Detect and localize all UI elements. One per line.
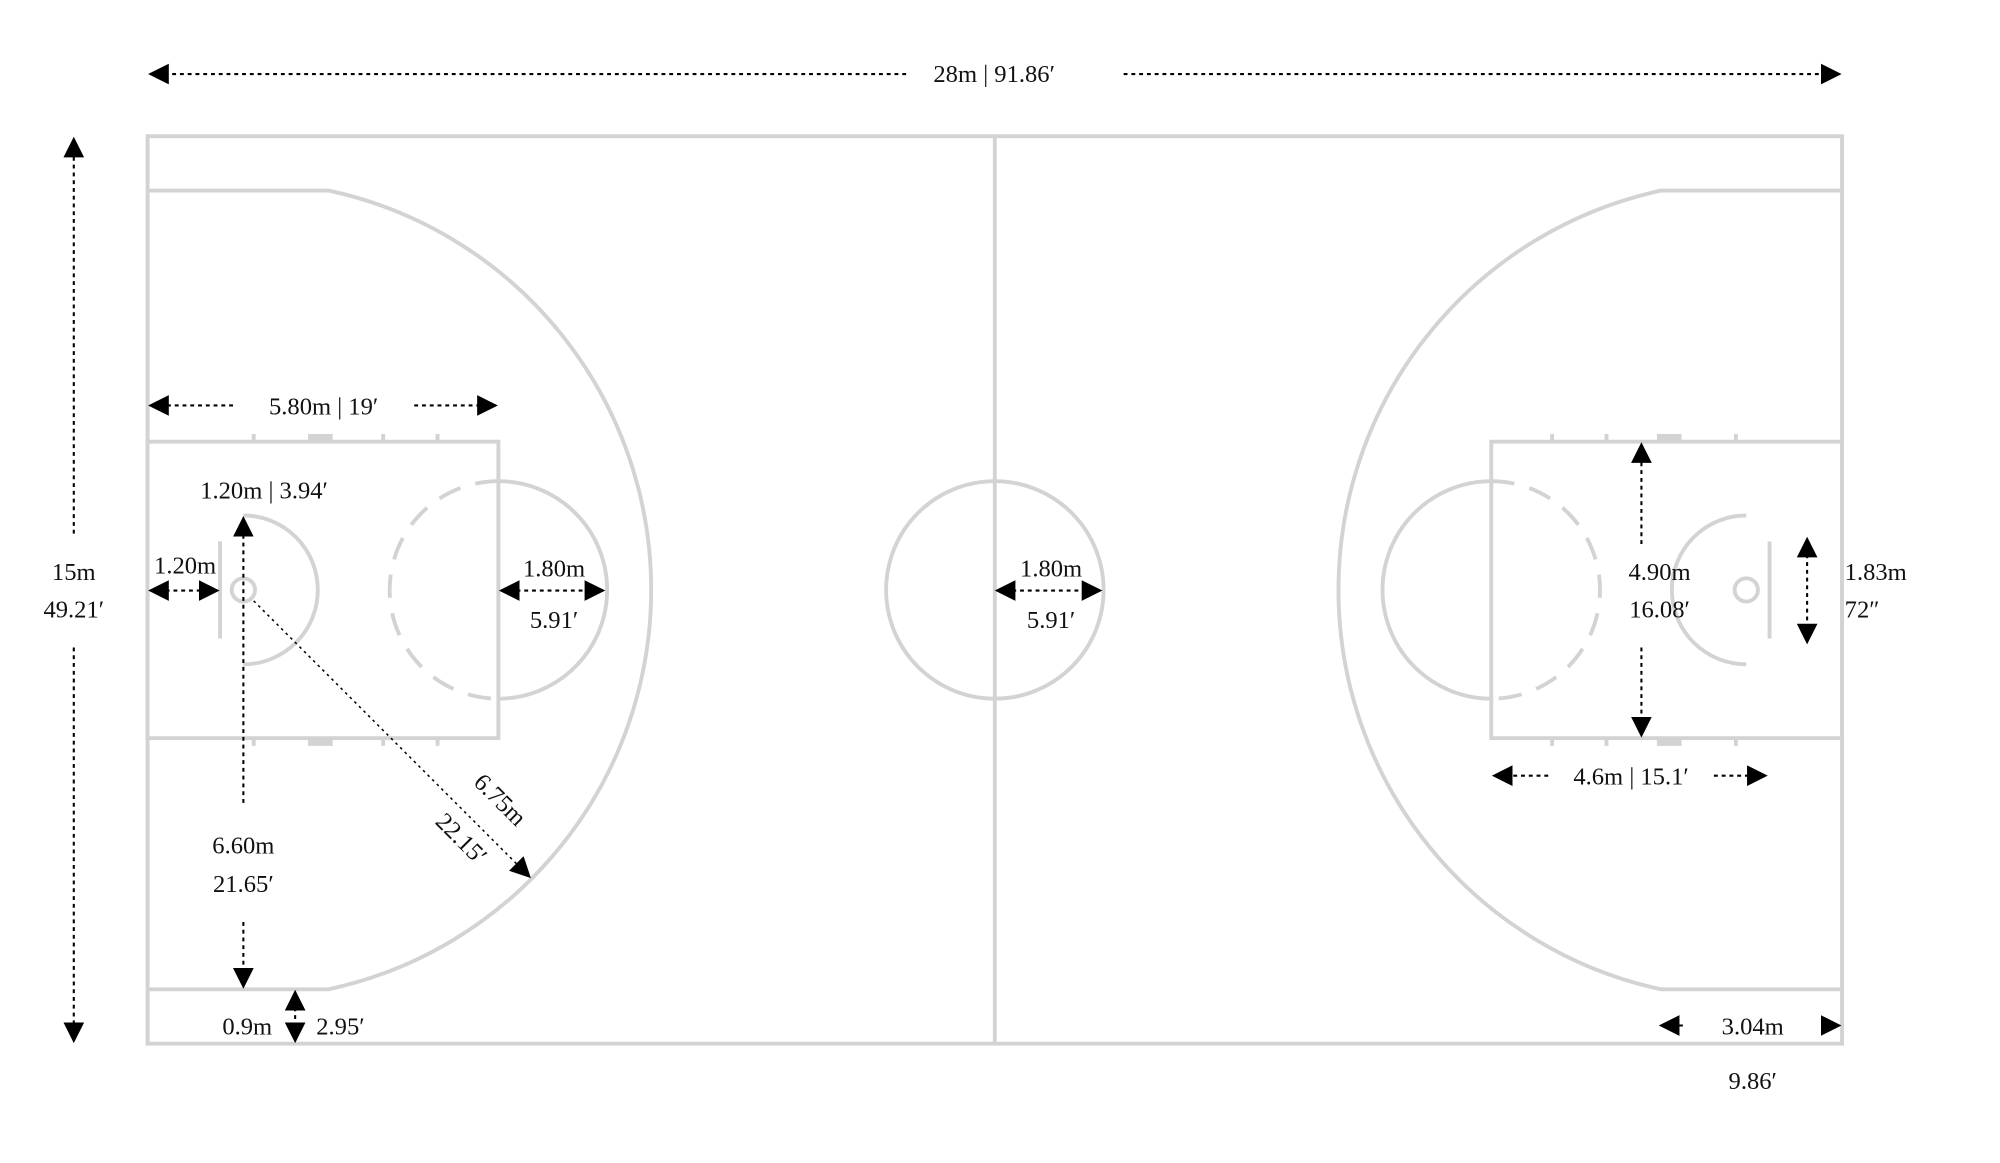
- three-point-ft-label: 22.15′: [430, 808, 492, 870]
- key-length-label: 5.80m | 19′: [269, 394, 378, 421]
- court-width-m-label: 15m: [52, 559, 96, 586]
- three-point-radius-arrow: [253, 600, 531, 879]
- lane-marks-label: 4.6m | 15.1′: [1573, 764, 1688, 791]
- corner-offset-ft-label: 2.95′: [316, 1014, 364, 1041]
- ft-circle-ft-label: 5.91′: [530, 607, 578, 634]
- key-width-m-label: 4.90m: [1628, 559, 1690, 586]
- court-width-ft-label: 49.21′: [43, 597, 104, 624]
- left-half: [145, 188, 654, 992]
- restricted-area-left: [243, 513, 320, 667]
- lane-marks-left: [251, 433, 440, 746]
- three-point-line-right: [1336, 188, 1843, 992]
- backboard-width-in-label: 72″: [1845, 597, 1880, 624]
- ft-circle-m-label: 1.80m: [523, 555, 585, 582]
- center-circle: [884, 479, 1106, 701]
- lane-marks-right: [1550, 433, 1738, 746]
- three-point-m-label: 6.75m: [468, 769, 531, 832]
- basket-corner-ft-label: 21.65′: [213, 871, 274, 898]
- basket-height-m-label: 3.04m: [1722, 1014, 1784, 1041]
- backboard-offset-label: 1.20m: [154, 553, 216, 580]
- center-circle-m-label: 1.80m: [1020, 555, 1082, 582]
- free-throw-circle-right-solid: [1380, 479, 1492, 701]
- basket-corner-m-label: 6.60m: [212, 832, 274, 859]
- basket-height-ft-label: 9.86′: [1729, 1068, 1777, 1095]
- court-length-label: 28m | 91.86′: [933, 61, 1055, 88]
- free-throw-circle-left-solid: [498, 479, 610, 701]
- lane-block-left-bottom: [308, 738, 333, 746]
- dimension-arrows: [63, 63, 1842, 1044]
- dimension-labels: 28m | 91.86′ 15m 49.21′ 5.80m | 19′ 1.20…: [43, 61, 1906, 1095]
- hoop-right: [1732, 576, 1760, 604]
- lane-block-right-bottom: [1656, 738, 1682, 746]
- center-circle-ft-label: 5.91′: [1027, 607, 1075, 634]
- hoop-left: [229, 576, 257, 604]
- three-point-line-left: [147, 188, 654, 992]
- lane-block-left-top: [308, 433, 333, 442]
- free-throw-circle-left-dashed: [387, 479, 499, 701]
- free-throw-circle-right-dashed: [1491, 479, 1602, 701]
- key-right: [1489, 439, 1845, 741]
- restricted-area-right: [1669, 513, 1747, 667]
- court-lines: [145, 134, 1845, 1046]
- restricted-radius-label: 1.20m | 3.94′: [200, 478, 328, 505]
- backboard-width-m-label: 1.83m: [1845, 559, 1907, 586]
- corner-offset-m-label: 0.9m: [222, 1014, 272, 1041]
- lane-block-right-top: [1656, 433, 1682, 442]
- key-width-ft-label: 16.08′: [1629, 597, 1690, 624]
- right-half: [1336, 188, 1845, 992]
